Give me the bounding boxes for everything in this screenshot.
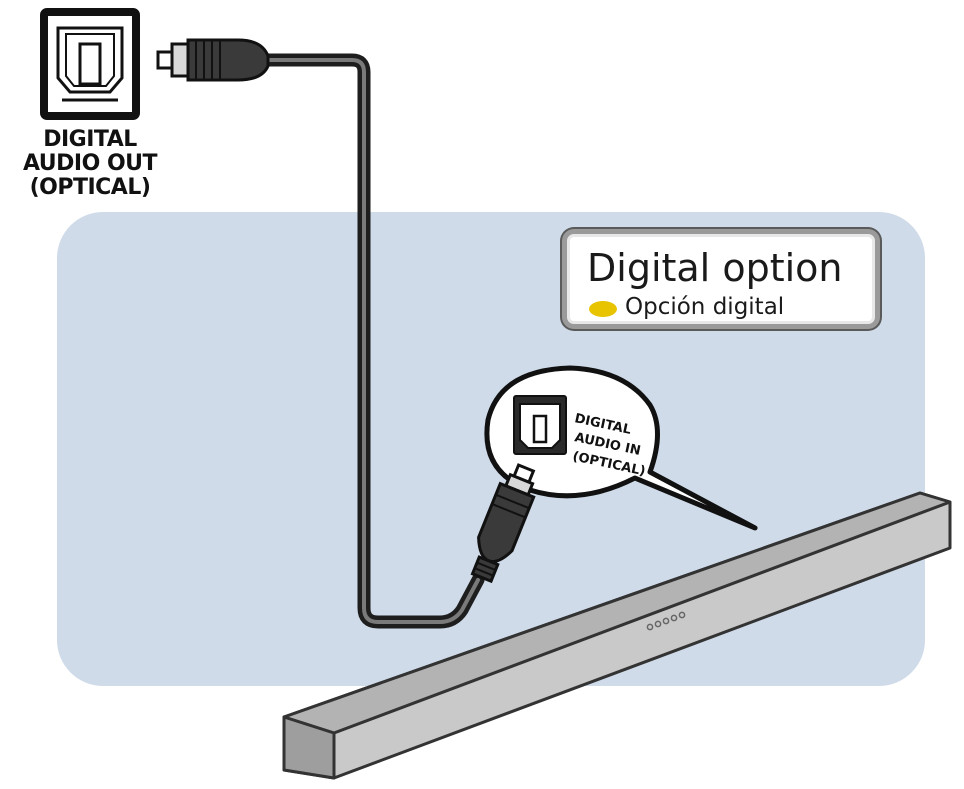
soundbar	[282, 491, 952, 780]
source-label-line-2: AUDIO OUT	[22, 151, 158, 176]
source-port-label: DIGITAL AUDIO OUT (OPTICAL)	[20, 128, 160, 200]
option-badge: Digital option Opción digital	[562, 229, 880, 329]
source-label-line-1: DIGITAL	[43, 127, 137, 152]
optical-plug-bottom-icon	[470, 463, 536, 584]
option-title: Digital option	[587, 246, 843, 290]
tv-optical-port-icon	[40, 8, 140, 120]
soundbar-optical-port-icon	[513, 395, 567, 455]
option-marker-dot	[589, 301, 617, 317]
source-label-line-3: (OPTICAL)	[29, 175, 151, 200]
optical-cable	[255, 53, 485, 629]
optical-plug-top-icon	[156, 38, 270, 82]
led-dots	[646, 611, 686, 631]
option-subtitle: Opción digital	[625, 294, 785, 320]
